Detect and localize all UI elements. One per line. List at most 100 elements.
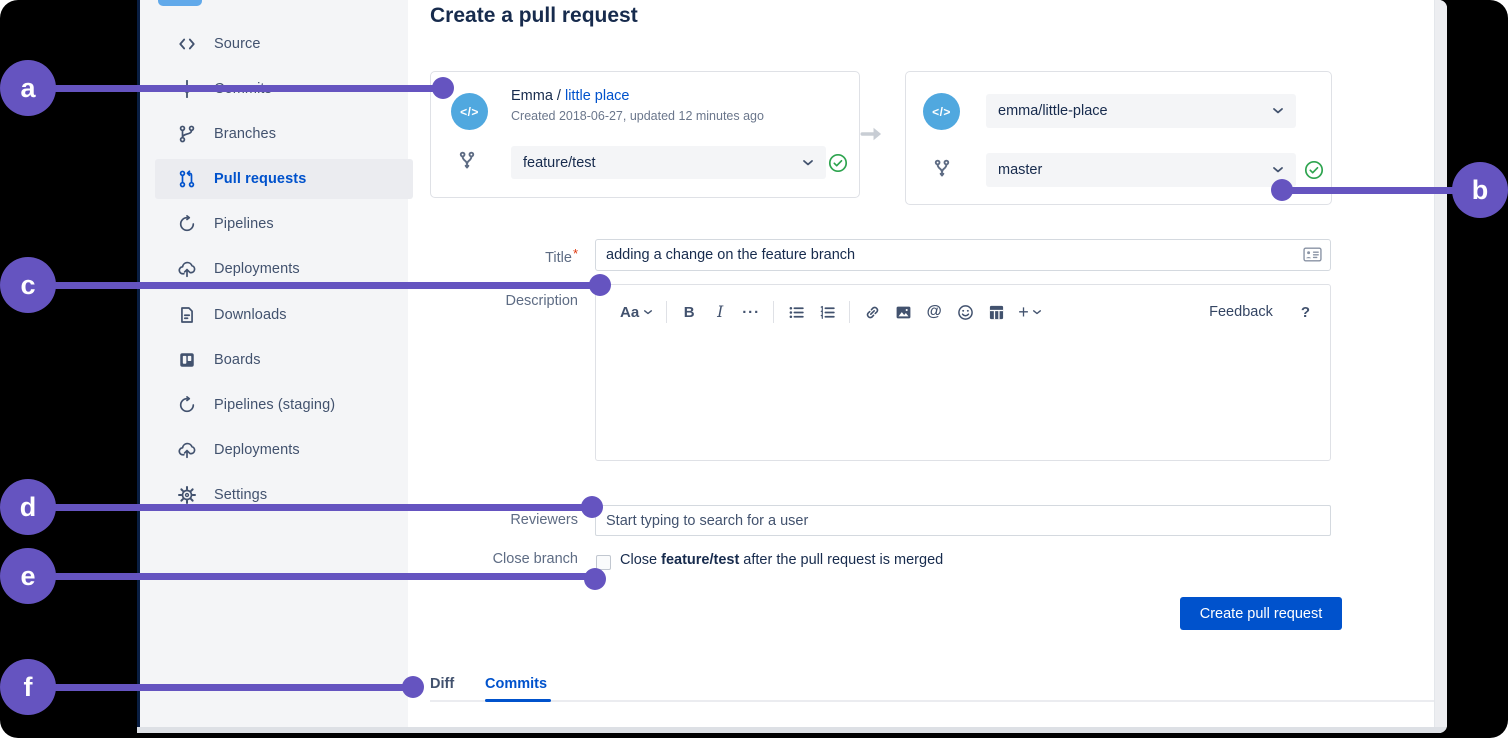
repo-avatar: </> xyxy=(451,93,488,130)
sidebar-item-label: Pipelines xyxy=(214,216,274,232)
source-branch-value: feature/test xyxy=(523,154,596,171)
code-avatar-glyph: </> xyxy=(460,104,479,119)
sidebar-item-downloads[interactable]: Downloads xyxy=(155,295,413,335)
repo-avatar: </> xyxy=(923,93,960,130)
annotation-dot-d xyxy=(581,496,603,518)
annotation-line-f xyxy=(28,683,413,691)
table-icon[interactable] xyxy=(987,300,1005,324)
sidebar-item-boards[interactable]: Boards xyxy=(155,340,413,380)
board-icon xyxy=(177,350,197,370)
sidebar-item-label: Deployments xyxy=(214,442,300,458)
annotation-marker-e: e xyxy=(0,548,56,604)
sidebar-item-settings[interactable]: Settings xyxy=(155,475,413,515)
sidebar-item-deployments[interactable]: Deployments xyxy=(155,249,413,289)
pull-request-icon xyxy=(177,169,197,189)
tab-diff[interactable]: Diff xyxy=(430,676,455,692)
annotation-marker-c: c xyxy=(0,257,56,313)
required-asterisk: * xyxy=(572,246,578,261)
repo-owner: Emma / xyxy=(511,88,565,104)
destination-branch-card: </> emma/little-place master xyxy=(905,71,1332,205)
create-pull-request-button[interactable]: Create pull request xyxy=(1180,597,1342,630)
page-title: Create a pull request xyxy=(430,4,638,27)
reviewers-label: Reviewers xyxy=(510,512,578,528)
bold-button[interactable]: B xyxy=(683,303,695,321)
sidebar-item-source[interactable]: Source xyxy=(155,24,413,64)
branch-icon xyxy=(177,124,197,144)
code-avatar-glyph: </> xyxy=(932,104,951,119)
link-icon[interactable] xyxy=(863,300,881,324)
mention-icon[interactable]: @ xyxy=(926,303,942,320)
annotation-marker-a: a xyxy=(0,60,56,116)
sidebar-item-label: Downloads xyxy=(214,307,287,323)
right-gutter xyxy=(1434,0,1447,733)
tab-commits[interactable]: Commits xyxy=(485,676,548,692)
annotation-line-d xyxy=(28,504,592,511)
annotation-marker-f: f xyxy=(0,659,56,715)
italic-button[interactable]: I xyxy=(717,303,724,321)
sidebar-item-deployments-2[interactable]: Deployments xyxy=(155,430,413,470)
annotation-marker-b: b xyxy=(1452,162,1508,218)
numbered-list-icon[interactable] xyxy=(818,300,836,324)
description-editor[interactable]: Aa B I ··· xyxy=(595,284,1331,461)
workspace-logo[interactable] xyxy=(158,0,202,6)
annotation-dot-e xyxy=(584,568,606,590)
close-branch-checkbox[interactable] xyxy=(596,555,611,570)
fork-icon xyxy=(931,158,953,180)
source-branch-select[interactable]: feature/test xyxy=(511,146,826,179)
description-label: Description xyxy=(505,293,578,309)
destination-branch-value: master xyxy=(998,162,1043,178)
chevron-down-icon xyxy=(1272,103,1284,119)
sidebar-item-label: Branches xyxy=(214,126,277,142)
sidebar-item-label: Boards xyxy=(214,352,261,368)
contact-card-icon[interactable] xyxy=(1303,247,1322,267)
editor-toolbar: Aa B I ··· xyxy=(620,299,1310,325)
chevron-down-icon xyxy=(802,155,814,171)
gear-icon xyxy=(177,485,197,505)
file-icon xyxy=(177,305,197,325)
sidebar-item-pipelines-staging[interactable]: Pipelines (staging) xyxy=(155,385,413,425)
cloud-upload-icon xyxy=(177,259,197,279)
destination-repo-value: emma/little-place xyxy=(998,103,1108,119)
sidebar-item-label: Source xyxy=(214,36,261,52)
annotation-line-a xyxy=(28,84,443,92)
chevron-down-icon xyxy=(1272,162,1284,178)
reviewers-input[interactable] xyxy=(595,505,1331,536)
branch-ok-check-icon xyxy=(1304,160,1324,180)
help-button[interactable]: ? xyxy=(1300,303,1310,321)
toolbar-separator xyxy=(849,301,851,323)
pipelines-icon xyxy=(177,395,197,415)
destination-branch-select[interactable]: master xyxy=(986,153,1296,187)
emoji-icon[interactable] xyxy=(956,300,974,324)
arrow-right-icon xyxy=(859,124,887,149)
source-branch-card: </> Emma / little place Created 2018-06-… xyxy=(430,71,860,198)
title-input[interactable] xyxy=(595,239,1331,271)
pipelines-icon xyxy=(177,214,197,234)
text-style-button[interactable]: Aa xyxy=(620,300,653,324)
destination-repo-select[interactable]: emma/little-place xyxy=(986,94,1296,128)
annotation-line-b xyxy=(1282,186,1480,194)
close-branch-name: feature/test xyxy=(661,552,740,568)
sidebar: Source Commits Branches Pull requests xyxy=(140,0,413,727)
toolbar-separator xyxy=(666,301,668,323)
insert-more-button[interactable]: + xyxy=(1018,300,1042,324)
branch-ok-check-icon xyxy=(828,153,848,173)
bitbucket-window: Source Commits Branches Pull requests xyxy=(137,0,1447,733)
title-label: Title* xyxy=(545,246,578,266)
repo-link[interactable]: little place xyxy=(564,88,630,104)
annotation-dot-b xyxy=(1271,179,1293,201)
feedback-link[interactable]: Feedback xyxy=(1209,304,1273,320)
sidebar-item-branches[interactable]: Branches xyxy=(155,114,413,154)
annotation-dot-f xyxy=(402,676,424,698)
sidebar-item-label: Pull requests xyxy=(214,171,307,187)
repo-meta: Created 2018-06-27, updated 12 minutes a… xyxy=(511,109,764,123)
image-icon[interactable] xyxy=(894,300,912,324)
sidebar-item-label: Pipelines (staging) xyxy=(214,397,336,413)
cloud-upload-icon xyxy=(177,440,197,460)
more-formatting-button[interactable]: ··· xyxy=(742,303,761,321)
bullet-list-icon[interactable] xyxy=(787,300,805,324)
sidebar-item-pull-requests[interactable]: Pull requests xyxy=(155,159,413,199)
fork-icon xyxy=(456,150,478,172)
sidebar-item-pipelines[interactable]: Pipelines xyxy=(155,204,413,244)
tab-active-underline xyxy=(485,699,551,702)
